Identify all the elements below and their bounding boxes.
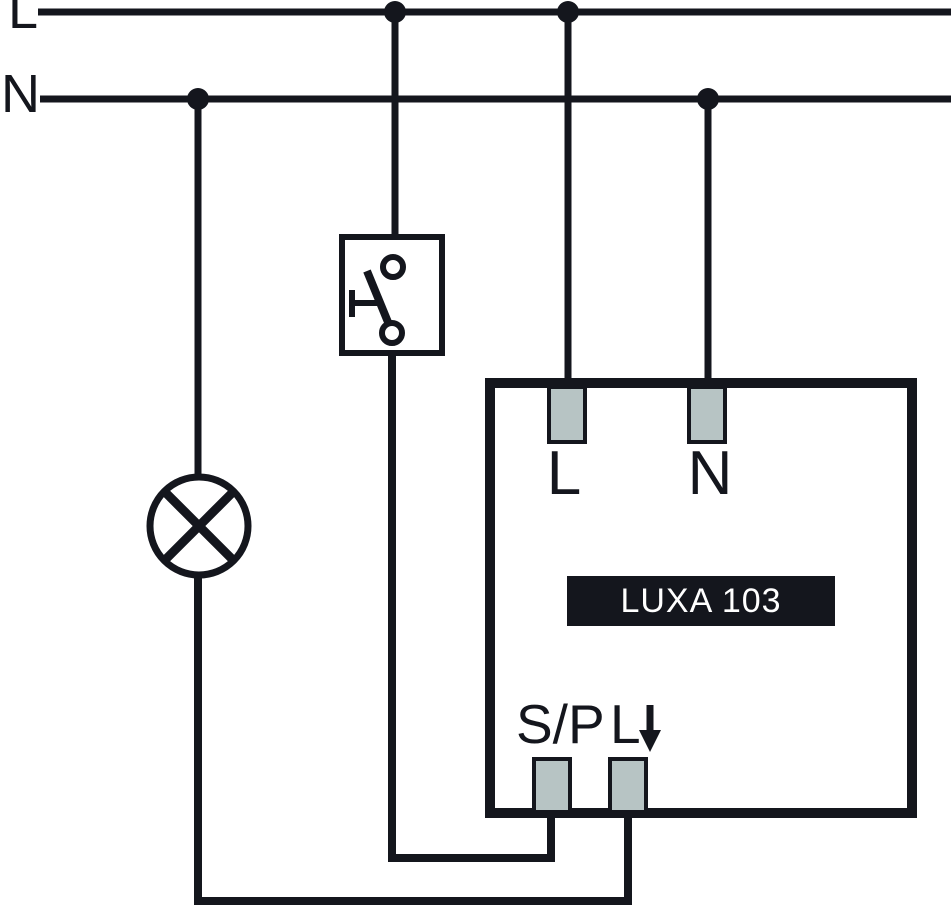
wire-lamp-to-lout	[194, 576, 632, 905]
lamp-cross-2	[162, 489, 236, 563]
push-button-contact-bottom	[379, 320, 405, 346]
push-button-lever	[363, 269, 394, 329]
terminal-l	[547, 385, 587, 444]
device-name-plate: LUXA 103	[567, 576, 835, 626]
terminal-n-label: N	[687, 439, 733, 508]
neutral-rail-label: N	[1, 64, 40, 124]
junction-dot	[384, 1, 406, 23]
live-rail-label: L	[8, 0, 39, 40]
terminal-l-label: L	[546, 439, 582, 508]
push-button-icon	[339, 234, 445, 356]
junction-dot	[697, 88, 719, 110]
terminal-n	[687, 385, 727, 444]
wire-switch-to-sp	[388, 343, 555, 862]
junction-dot	[187, 88, 209, 110]
down-arrow-icon	[639, 705, 661, 752]
terminal-lout-label: L	[610, 693, 641, 755]
terminal-lout	[608, 757, 648, 814]
push-button-contact-top	[380, 254, 406, 280]
terminal-sp	[532, 757, 572, 814]
terminal-sp-label: S/P	[516, 693, 605, 755]
junction-dot	[557, 1, 579, 23]
lamp-icon	[146, 473, 252, 579]
